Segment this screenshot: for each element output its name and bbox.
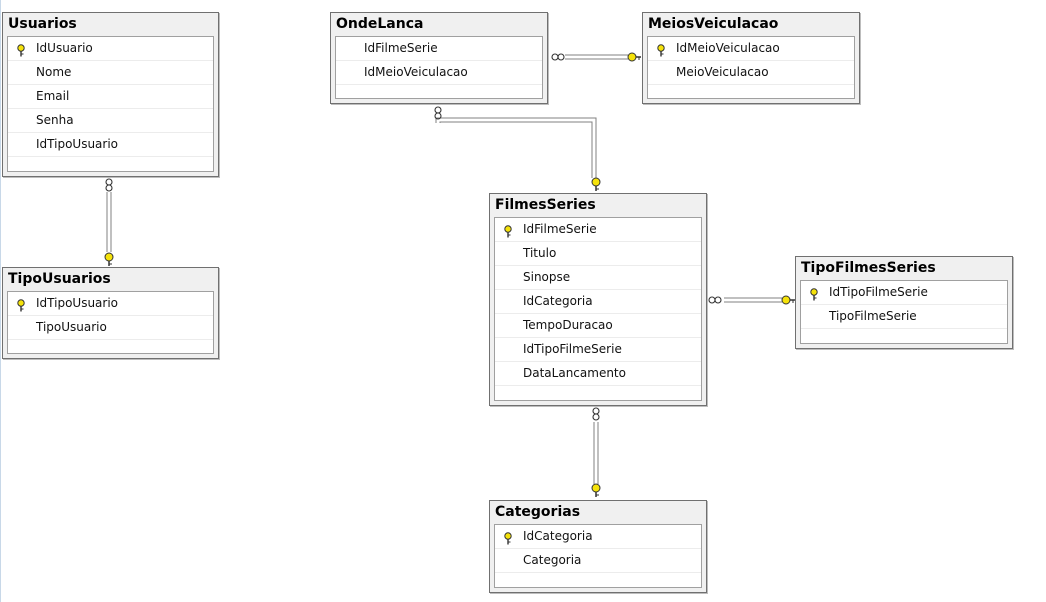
key-icon <box>104 252 114 266</box>
column-row[interactable]: IdCategoria <box>495 525 701 549</box>
column-name: TipoUsuario <box>36 320 107 334</box>
column-row[interactable]: IdMeioVeiculacao <box>648 37 854 61</box>
column-name: IdMeioVeiculacao <box>676 41 780 55</box>
column-row[interactable]: IdTipoUsuario <box>8 292 213 316</box>
column-name: Titulo <box>523 246 557 260</box>
column-name: Categoria <box>523 553 582 567</box>
relationship-usuarios-tipousuarios[interactable] <box>106 192 112 252</box>
relationship-filmesseries-tipofilmesseries[interactable] <box>724 297 782 303</box>
column-name: IdMeioVeiculacao <box>364 65 468 79</box>
column-name: IdTipoUsuario <box>36 137 119 151</box>
column-row[interactable]: Titulo <box>495 242 701 266</box>
column-row[interactable]: IdTipoFilmeSerie <box>801 281 1007 305</box>
key-icon <box>591 483 601 497</box>
column-row[interactable]: TipoFilmeSerie <box>801 305 1007 329</box>
column-name: IdCategoria <box>523 294 593 308</box>
column-name: IdFilmeSerie <box>523 222 597 236</box>
key-icon <box>16 297 26 312</box>
infinity-icon <box>708 296 722 304</box>
infinity-icon <box>105 178 113 192</box>
key-icon <box>591 177 601 191</box>
column-row[interactable]: MeioVeiculacao <box>648 61 854 85</box>
column-row[interactable]: TempoDuracao <box>495 314 701 338</box>
column-name: Sinopse <box>523 270 571 284</box>
table-title: Usuarios <box>8 16 77 32</box>
column-name: MeioVeiculacao <box>676 65 769 79</box>
infinity-icon <box>551 53 565 61</box>
column-name: IdUsuario <box>36 41 93 55</box>
table-title: MeiosVeiculacao <box>648 16 779 32</box>
column-row[interactable]: Senha <box>8 109 213 133</box>
table-title: OndeLanca <box>336 16 424 32</box>
infinity-icon <box>592 407 600 421</box>
column-name: TipoFilmeSerie <box>829 309 917 323</box>
column-name: DataLancamento <box>523 366 626 380</box>
column-row[interactable]: IdTipoFilmeSerie <box>495 338 701 362</box>
column-name: Senha <box>36 113 74 127</box>
column-row[interactable]: IdFilmeSerie <box>336 37 542 61</box>
relationship-ondelanca-filmesseries[interactable] <box>435 117 597 178</box>
column-row[interactable]: DataLancamento <box>495 362 701 386</box>
column-name: Nome <box>36 65 72 79</box>
column-name: IdTipoUsuario <box>36 296 119 310</box>
column-name: IdFilmeSerie <box>364 41 438 55</box>
relationship-ondelanca-meiosveiculacao[interactable] <box>565 54 628 60</box>
column-name: Email <box>36 89 70 103</box>
canvas-edge <box>0 0 1 602</box>
column-row[interactable]: IdFilmeSerie <box>495 218 701 242</box>
column-row[interactable]: IdCategoria <box>495 290 701 314</box>
key-icon <box>809 286 819 301</box>
column-name: IdCategoria <box>523 529 593 543</box>
column-row[interactable]: Sinopse <box>495 266 701 290</box>
column-row[interactable]: IdUsuario <box>8 37 213 61</box>
column-row[interactable]: IdTipoUsuario <box>8 133 213 157</box>
key-icon <box>503 223 513 238</box>
key-icon <box>656 42 666 57</box>
key-icon <box>781 295 795 305</box>
table-title: Categorias <box>495 504 581 520</box>
infinity-icon <box>434 106 442 120</box>
key-icon <box>627 52 641 62</box>
column-row[interactable]: Categoria <box>495 549 701 573</box>
column-row[interactable]: TipoUsuario <box>8 316 213 340</box>
key-icon <box>503 530 513 545</box>
column-row[interactable]: Email <box>8 85 213 109</box>
column-row[interactable]: IdMeioVeiculacao <box>336 61 542 85</box>
relationship-filmesseries-categorias[interactable] <box>593 422 599 484</box>
column-name: IdTipoFilmeSerie <box>523 342 622 356</box>
column-name: IdTipoFilmeSerie <box>829 285 928 299</box>
table-title: TipoUsuarios <box>8 271 111 287</box>
table-title: FilmesSeries <box>495 197 596 213</box>
key-icon <box>16 42 26 57</box>
column-name: TempoDuracao <box>523 318 613 332</box>
table-title: TipoFilmesSeries <box>801 260 936 276</box>
column-row[interactable]: Nome <box>8 61 213 85</box>
